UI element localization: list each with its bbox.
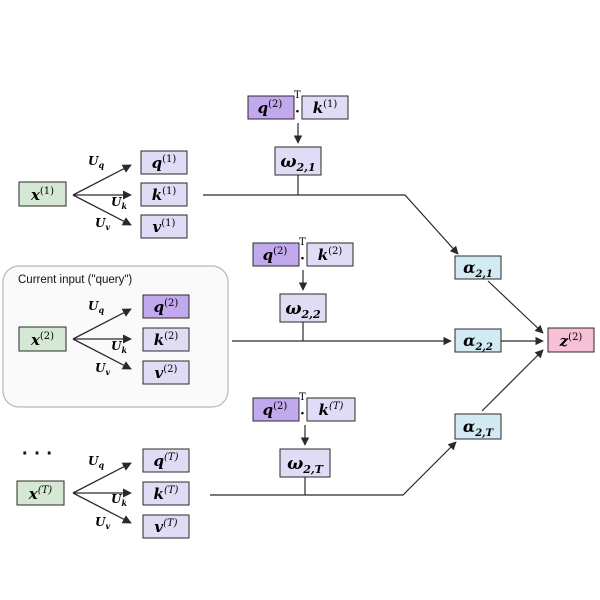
ellipsis: · · · [22,443,53,465]
weight-label-q-2: Uq [88,299,104,315]
proj-arrow-v-2 [72,338,132,370]
v-label-T: v(T) [154,518,177,536]
dot-k-box-2 [306,242,354,267]
q-box-2 [142,294,190,319]
alpha-box-1 [454,255,502,280]
omega-box-2 [279,293,327,323]
alpha-label-1: α2,1 [463,258,493,280]
k-box-2 [142,327,190,352]
flow-line-T [210,441,457,496]
dot-q-label-1: q(2) [258,99,283,117]
row-2: x(2) Uq Uk Uv q(2) k(2) v(2) q(2) T · [18,237,544,385]
dot-k-label-2: k(2) [318,246,343,264]
k-label-T: k(T) [154,485,179,503]
weight-label-v-T: Uv [95,515,110,531]
v-label-1: v(1) [153,218,176,236]
weight-label-k-T: Uk [111,492,127,508]
dot-transpose-T: T [299,392,306,403]
alpha-label-2: α2,2 [463,331,493,353]
dot-operator-T: · [300,406,305,422]
k-label-2: k(2) [154,331,179,349]
q-box-T [142,448,190,473]
x-label-T: x(T) [28,485,53,503]
weight-label-q-T: Uq [88,454,104,470]
query-group-label: Current input ("query") [18,274,132,286]
proj-arrow-q-1 [72,164,132,196]
alpha-to-z-arrow-T [481,349,544,412]
proj-arrow-q-2 [72,308,132,340]
v-label-2: v(2) [155,364,178,382]
q-label-1: q(1) [152,154,177,172]
alpha-to-z-arrow-1 [487,280,544,334]
row-T: x(T) Uq Uk Uv q(T) k(T) v(T) q(2) T · [16,349,544,539]
dot-k-box-T [306,397,356,422]
x-box-T [16,480,65,506]
dot-k-box-1 [301,95,349,120]
dot-operator-1: · [295,104,300,120]
dot-k-label-T: k(T) [319,401,344,419]
x-box-1 [18,181,67,207]
flow-line-1 [203,194,459,255]
proj-arrow-v-1 [72,194,132,226]
omega-box-1 [274,146,322,176]
dot-q-box-2 [252,242,300,267]
x-label-1: x(1) [30,186,54,204]
alpha-box-T [454,413,502,440]
v-box-T [142,514,190,539]
dot-transpose-2: T [299,237,306,248]
weight-label-k-1: Uk [111,195,127,211]
z-label: z(2) [559,332,583,350]
x-label-2: x(2) [30,331,54,349]
row-1: x(1) Uq Uk Uv q(1) k(1) v(1) q(2) T · [18,90,544,334]
dot-q-box-1 [247,95,295,120]
proj-arrow-q-T [72,462,132,494]
omega-label-T: ω2,T [287,454,324,476]
x-box-2 [18,326,67,352]
q-label-T: q(T) [154,452,179,470]
dot-k-label-1: k(1) [313,99,338,117]
dot-q-label-2: q(2) [263,246,288,264]
v-box-2 [142,360,190,385]
proj-arrow-v-T [72,492,132,524]
weight-label-k-2: Uk [111,339,127,355]
z-box [547,327,595,353]
dot-transpose-1: T [294,90,301,101]
alpha-label-T: α2,T [463,417,495,439]
output: z(2) [547,327,595,353]
weight-label-v-2: Uv [95,361,110,377]
v-box-1 [140,214,188,239]
weight-label-v-1: Uv [95,216,110,232]
q-box-1 [140,150,188,175]
omega-label-1: ω2,1 [280,152,315,174]
k-box-1 [140,182,188,207]
omega-label-2: ω2,2 [285,299,321,321]
k-box-T [142,481,190,506]
k-label-1: k(1) [152,186,177,204]
dot-q-box-T [252,397,300,422]
q-label-2: q(2) [154,298,179,316]
dot-operator-2: · [300,251,305,267]
dot-q-label-T: q(2) [263,401,288,419]
weight-label-q-1: Uq [88,154,104,170]
